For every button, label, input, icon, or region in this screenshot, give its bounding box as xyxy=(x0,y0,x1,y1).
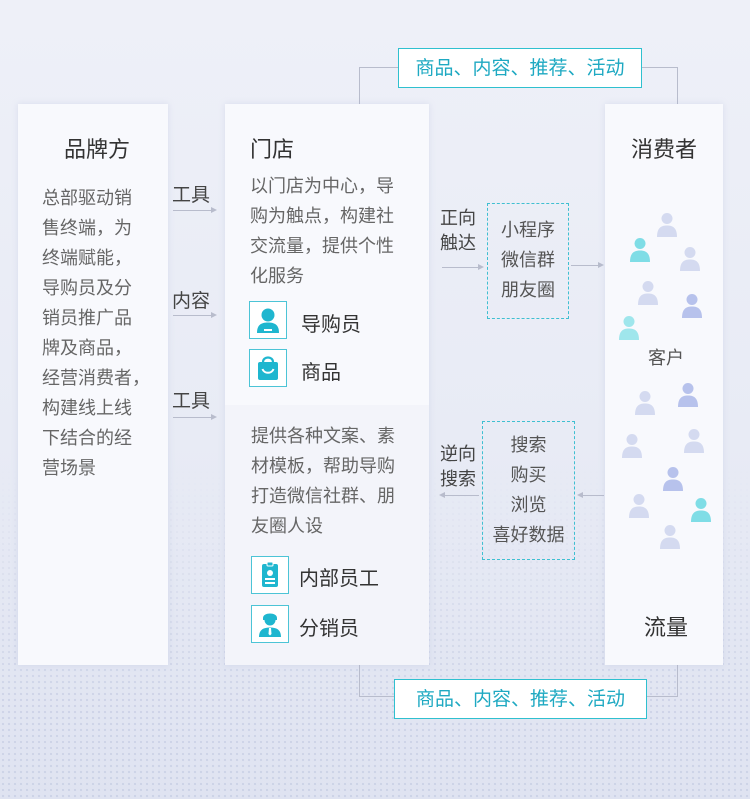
forward-arrow-out xyxy=(571,265,598,266)
reverse-label: 逆向 搜索 xyxy=(440,442,476,492)
action-item: 喜好数据 xyxy=(492,525,565,546)
brand-line: 售终端，为 xyxy=(42,218,132,239)
store-desc2-line: 友圈人设 xyxy=(251,516,323,537)
reverse-arrowhead-out xyxy=(439,492,445,498)
person-icon xyxy=(678,245,702,271)
store-desc2-line: 提供各种文案、素 xyxy=(251,426,395,447)
person-icon xyxy=(627,492,651,518)
brand-line: 下结合的经 xyxy=(42,428,132,449)
id-badge-icon xyxy=(251,556,289,594)
person-icon xyxy=(680,292,704,318)
reverse-arrowhead-in xyxy=(577,492,583,498)
top-flow-box: 商品、内容、推荐、活动 xyxy=(398,48,642,88)
reverse-actions-box: 搜索 购买 浏览 喜好数据 xyxy=(482,421,575,560)
person-icon xyxy=(617,314,641,340)
store-desc-line: 化服务 xyxy=(250,266,304,287)
guide-label: 导购员 xyxy=(301,312,361,336)
reverse-arrow-in xyxy=(583,495,604,496)
reverse-arrow-out xyxy=(445,495,479,496)
person-icon xyxy=(658,523,682,549)
forward-channels-box: 小程序 微信群 朋友圈 xyxy=(487,203,569,319)
brand-line: 终端赋能， xyxy=(42,248,132,269)
brand-line: 销员推广品 xyxy=(42,308,132,329)
staff-label: 内部员工 xyxy=(299,566,379,590)
top-flow-text: 商品、内容、推荐、活动 xyxy=(415,57,625,79)
forward-arrowhead-out xyxy=(598,262,604,268)
brand-line: 总部驱动销 xyxy=(42,188,132,209)
person-icon xyxy=(655,211,679,237)
channel-item: 微信群 xyxy=(501,250,555,271)
tool-label-2: 工具 xyxy=(172,390,211,412)
store-panel: 门店 以门店为中心，导 购为触点，构建社 交流量，提供个性 化服务 导购员 商品… xyxy=(225,104,429,665)
store-description-2: 提供各种文案、素 材模板，帮助导购 打造微信社群、朋 友圈人设 xyxy=(251,422,423,542)
store-desc-line: 购为触点，构建社 xyxy=(250,206,394,227)
forward-label: 正向 触达 xyxy=(440,206,476,256)
brand-line: 经营消费者， xyxy=(42,368,150,389)
customer-label: 客户 xyxy=(648,348,684,369)
forward-arrow-in xyxy=(442,267,478,268)
bottom-flow-box: 商品、内容、推荐、活动 xyxy=(394,679,647,719)
store-title: 门店 xyxy=(250,138,295,163)
forward-label-line: 正向 xyxy=(440,208,476,229)
person-icon xyxy=(689,496,713,522)
channel-item: 小程序 xyxy=(501,220,555,241)
brand-line: 营场景 xyxy=(42,458,96,479)
brand-line: 牌及商品， xyxy=(42,338,132,359)
action-item: 浏览 xyxy=(510,495,547,516)
reverse-label-line: 搜索 xyxy=(440,469,476,490)
brand-description: 总部驱动销 售终端，为 终端赋能， 导购员及分 销员推广品 牌及商品， 经营消费… xyxy=(42,184,166,484)
bottom-flow-text: 商品、内容、推荐、活动 xyxy=(415,688,625,710)
tool-arrowhead-1 xyxy=(211,207,217,213)
person-icon xyxy=(682,427,706,453)
brand-title: 品牌方 xyxy=(64,138,131,163)
store-desc-line: 以门店为中心，导 xyxy=(250,176,394,197)
tool-arrow-2 xyxy=(173,417,211,418)
tool-arrow-1 xyxy=(173,210,211,211)
brand-panel: 品牌方 总部驱动销 售终端，为 终端赋能， 导购员及分 销员推广品 牌及商品， … xyxy=(18,104,168,665)
action-item: 购买 xyxy=(510,465,547,486)
person-icon xyxy=(628,236,652,262)
forward-arrowhead-in xyxy=(478,264,484,270)
content-arrowhead xyxy=(211,312,217,318)
store-description: 以门店为中心，导 购为触点，构建社 交流量，提供个性 化服务 xyxy=(250,172,420,292)
user-tie-icon xyxy=(251,605,289,643)
goods-label: 商品 xyxy=(301,360,341,384)
tool-arrowhead-2 xyxy=(211,414,217,420)
tool-label-1: 工具 xyxy=(172,184,211,206)
store-desc2-line: 打造微信社群、朋 xyxy=(251,486,395,507)
consumer-panel: 消费者 客户 流量 xyxy=(605,104,723,665)
forward-label-line: 触达 xyxy=(440,233,476,254)
action-item: 搜索 xyxy=(510,435,547,456)
person-icon xyxy=(633,389,657,415)
brand-line: 构建线上线 xyxy=(42,398,132,419)
user-icon xyxy=(249,301,287,339)
store-desc-line: 交流量，提供个性 xyxy=(250,236,394,257)
traffic-label: 流量 xyxy=(644,616,689,641)
brand-line: 导购员及分 xyxy=(42,278,132,299)
store-desc2-line: 材模板，帮助导购 xyxy=(251,456,395,477)
person-icon xyxy=(661,465,685,491)
person-icon xyxy=(620,432,644,458)
channel-item: 朋友圈 xyxy=(501,280,555,301)
content-label: 内容 xyxy=(172,290,211,312)
shopping-bag-icon xyxy=(249,349,287,387)
reverse-label-line: 逆向 xyxy=(440,444,476,465)
person-icon xyxy=(636,279,660,305)
person-icon xyxy=(676,381,700,407)
distributor-label: 分销员 xyxy=(299,616,359,640)
content-arrow xyxy=(173,315,211,316)
consumer-title: 消费者 xyxy=(631,138,698,163)
